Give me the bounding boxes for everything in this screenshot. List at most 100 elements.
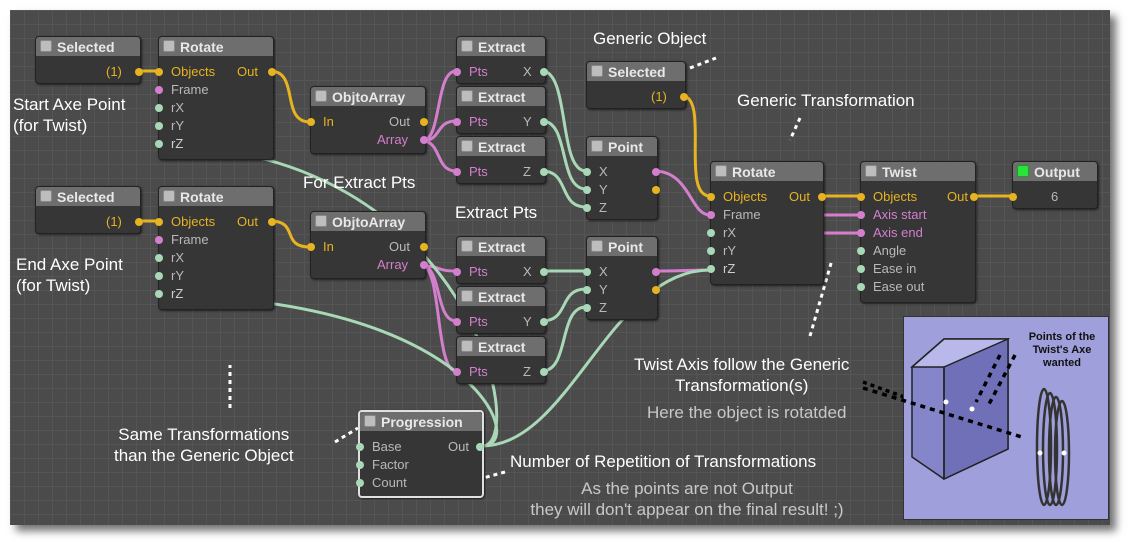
pts-port[interactable] (453, 118, 461, 126)
ry-port[interactable] (707, 247, 715, 255)
y-port[interactable] (540, 318, 548, 326)
node-output[interactable]: Output 6 (1009, 161, 1098, 209)
out-port[interactable] (420, 243, 428, 251)
out-port[interactable] (268, 68, 276, 76)
y-port[interactable] (540, 118, 548, 126)
output-port[interactable] (135, 218, 143, 226)
node-toggle-checkbox[interactable] (40, 40, 52, 52)
z-port[interactable] (583, 304, 591, 312)
node-toggle-checkbox[interactable] (461, 340, 473, 352)
ease-in-port[interactable] (857, 265, 865, 273)
point-obj-port[interactable] (652, 186, 660, 194)
node-toggle-checkbox[interactable] (364, 415, 376, 427)
angle-port[interactable] (857, 247, 865, 255)
node-toggle-checkbox[interactable] (461, 40, 473, 52)
rz-port[interactable] (707, 265, 715, 273)
output-port[interactable] (680, 93, 688, 101)
frame-port[interactable] (707, 211, 715, 219)
x-port[interactable] (540, 268, 548, 276)
node-toggle-checkbox[interactable] (163, 190, 175, 202)
node-selected-1[interactable]: Selected (1) (35, 36, 143, 84)
node-toggle-checkbox[interactable] (461, 90, 473, 102)
axis-end-port[interactable] (857, 229, 865, 237)
z-port[interactable] (583, 204, 591, 212)
node-toggle-checkbox[interactable] (315, 90, 327, 102)
pts-port[interactable] (453, 368, 461, 376)
node-toggle-checkbox[interactable] (591, 140, 603, 152)
input-port[interactable] (1009, 193, 1017, 201)
pts-port[interactable] (453, 318, 461, 326)
ease-out-port[interactable] (857, 283, 865, 291)
x-port[interactable] (583, 268, 591, 276)
pts-port[interactable] (453, 168, 461, 176)
frame-port[interactable] (155, 236, 163, 244)
rx-port[interactable] (155, 104, 163, 112)
factor-port[interactable] (356, 461, 364, 469)
node-toggle-checkbox[interactable] (461, 290, 473, 302)
array-port[interactable] (420, 261, 428, 269)
axis-start-port[interactable] (857, 211, 865, 219)
node-toggle-checkbox[interactable] (315, 215, 327, 227)
output-port[interactable] (135, 68, 143, 76)
node-toggle-checkbox[interactable] (461, 240, 473, 252)
y-port[interactable] (583, 186, 591, 194)
rz-port[interactable] (155, 140, 163, 148)
pts-port[interactable] (453, 268, 461, 276)
out-port[interactable] (476, 443, 484, 451)
node-selected-3[interactable]: Selected (1) (586, 61, 688, 109)
node-toggle-checkbox[interactable] (865, 165, 877, 177)
output-active-checkbox[interactable] (1017, 165, 1029, 177)
ry-port[interactable] (155, 122, 163, 130)
array-port[interactable] (420, 136, 428, 144)
point-obj-port[interactable] (652, 286, 660, 294)
objects-port[interactable] (857, 193, 865, 201)
node-selected-2[interactable]: Selected (1) (35, 186, 143, 234)
point-out-port[interactable] (652, 268, 660, 276)
x-port[interactable] (540, 68, 548, 76)
ry-port[interactable] (155, 272, 163, 280)
base-port[interactable] (356, 443, 364, 451)
z-port[interactable] (540, 168, 548, 176)
in-port[interactable] (307, 118, 315, 126)
objects-port[interactable] (155, 218, 163, 226)
node-toggle-checkbox[interactable] (163, 40, 175, 52)
node-point-2[interactable]: Point X Y Z (583, 236, 660, 320)
node-toggle-checkbox[interactable] (591, 240, 603, 252)
objects-port[interactable] (155, 68, 163, 76)
node-toggle-checkbox[interactable] (40, 190, 52, 202)
objects-port[interactable] (707, 193, 715, 201)
frame-port[interactable] (155, 86, 163, 94)
point-out-port[interactable] (652, 168, 660, 176)
out-port[interactable] (970, 193, 978, 201)
out-port[interactable] (818, 193, 826, 201)
node-toggle-checkbox[interactable] (591, 65, 603, 77)
rx-port[interactable] (707, 229, 715, 237)
rz-port[interactable] (155, 290, 163, 298)
count-port[interactable] (356, 479, 364, 487)
node-point-1[interactable]: Point X Y Z (583, 136, 660, 220)
pts-port[interactable] (453, 68, 461, 76)
node-toggle-checkbox[interactable] (715, 165, 727, 177)
z-port[interactable] (540, 368, 548, 376)
in-port[interactable] (307, 243, 315, 251)
out-port[interactable] (420, 118, 428, 126)
rx-port[interactable] (155, 254, 163, 262)
x-port[interactable] (583, 168, 591, 176)
out-port[interactable] (268, 218, 276, 226)
node-toggle-checkbox[interactable] (461, 140, 473, 152)
y-port[interactable] (583, 286, 591, 294)
